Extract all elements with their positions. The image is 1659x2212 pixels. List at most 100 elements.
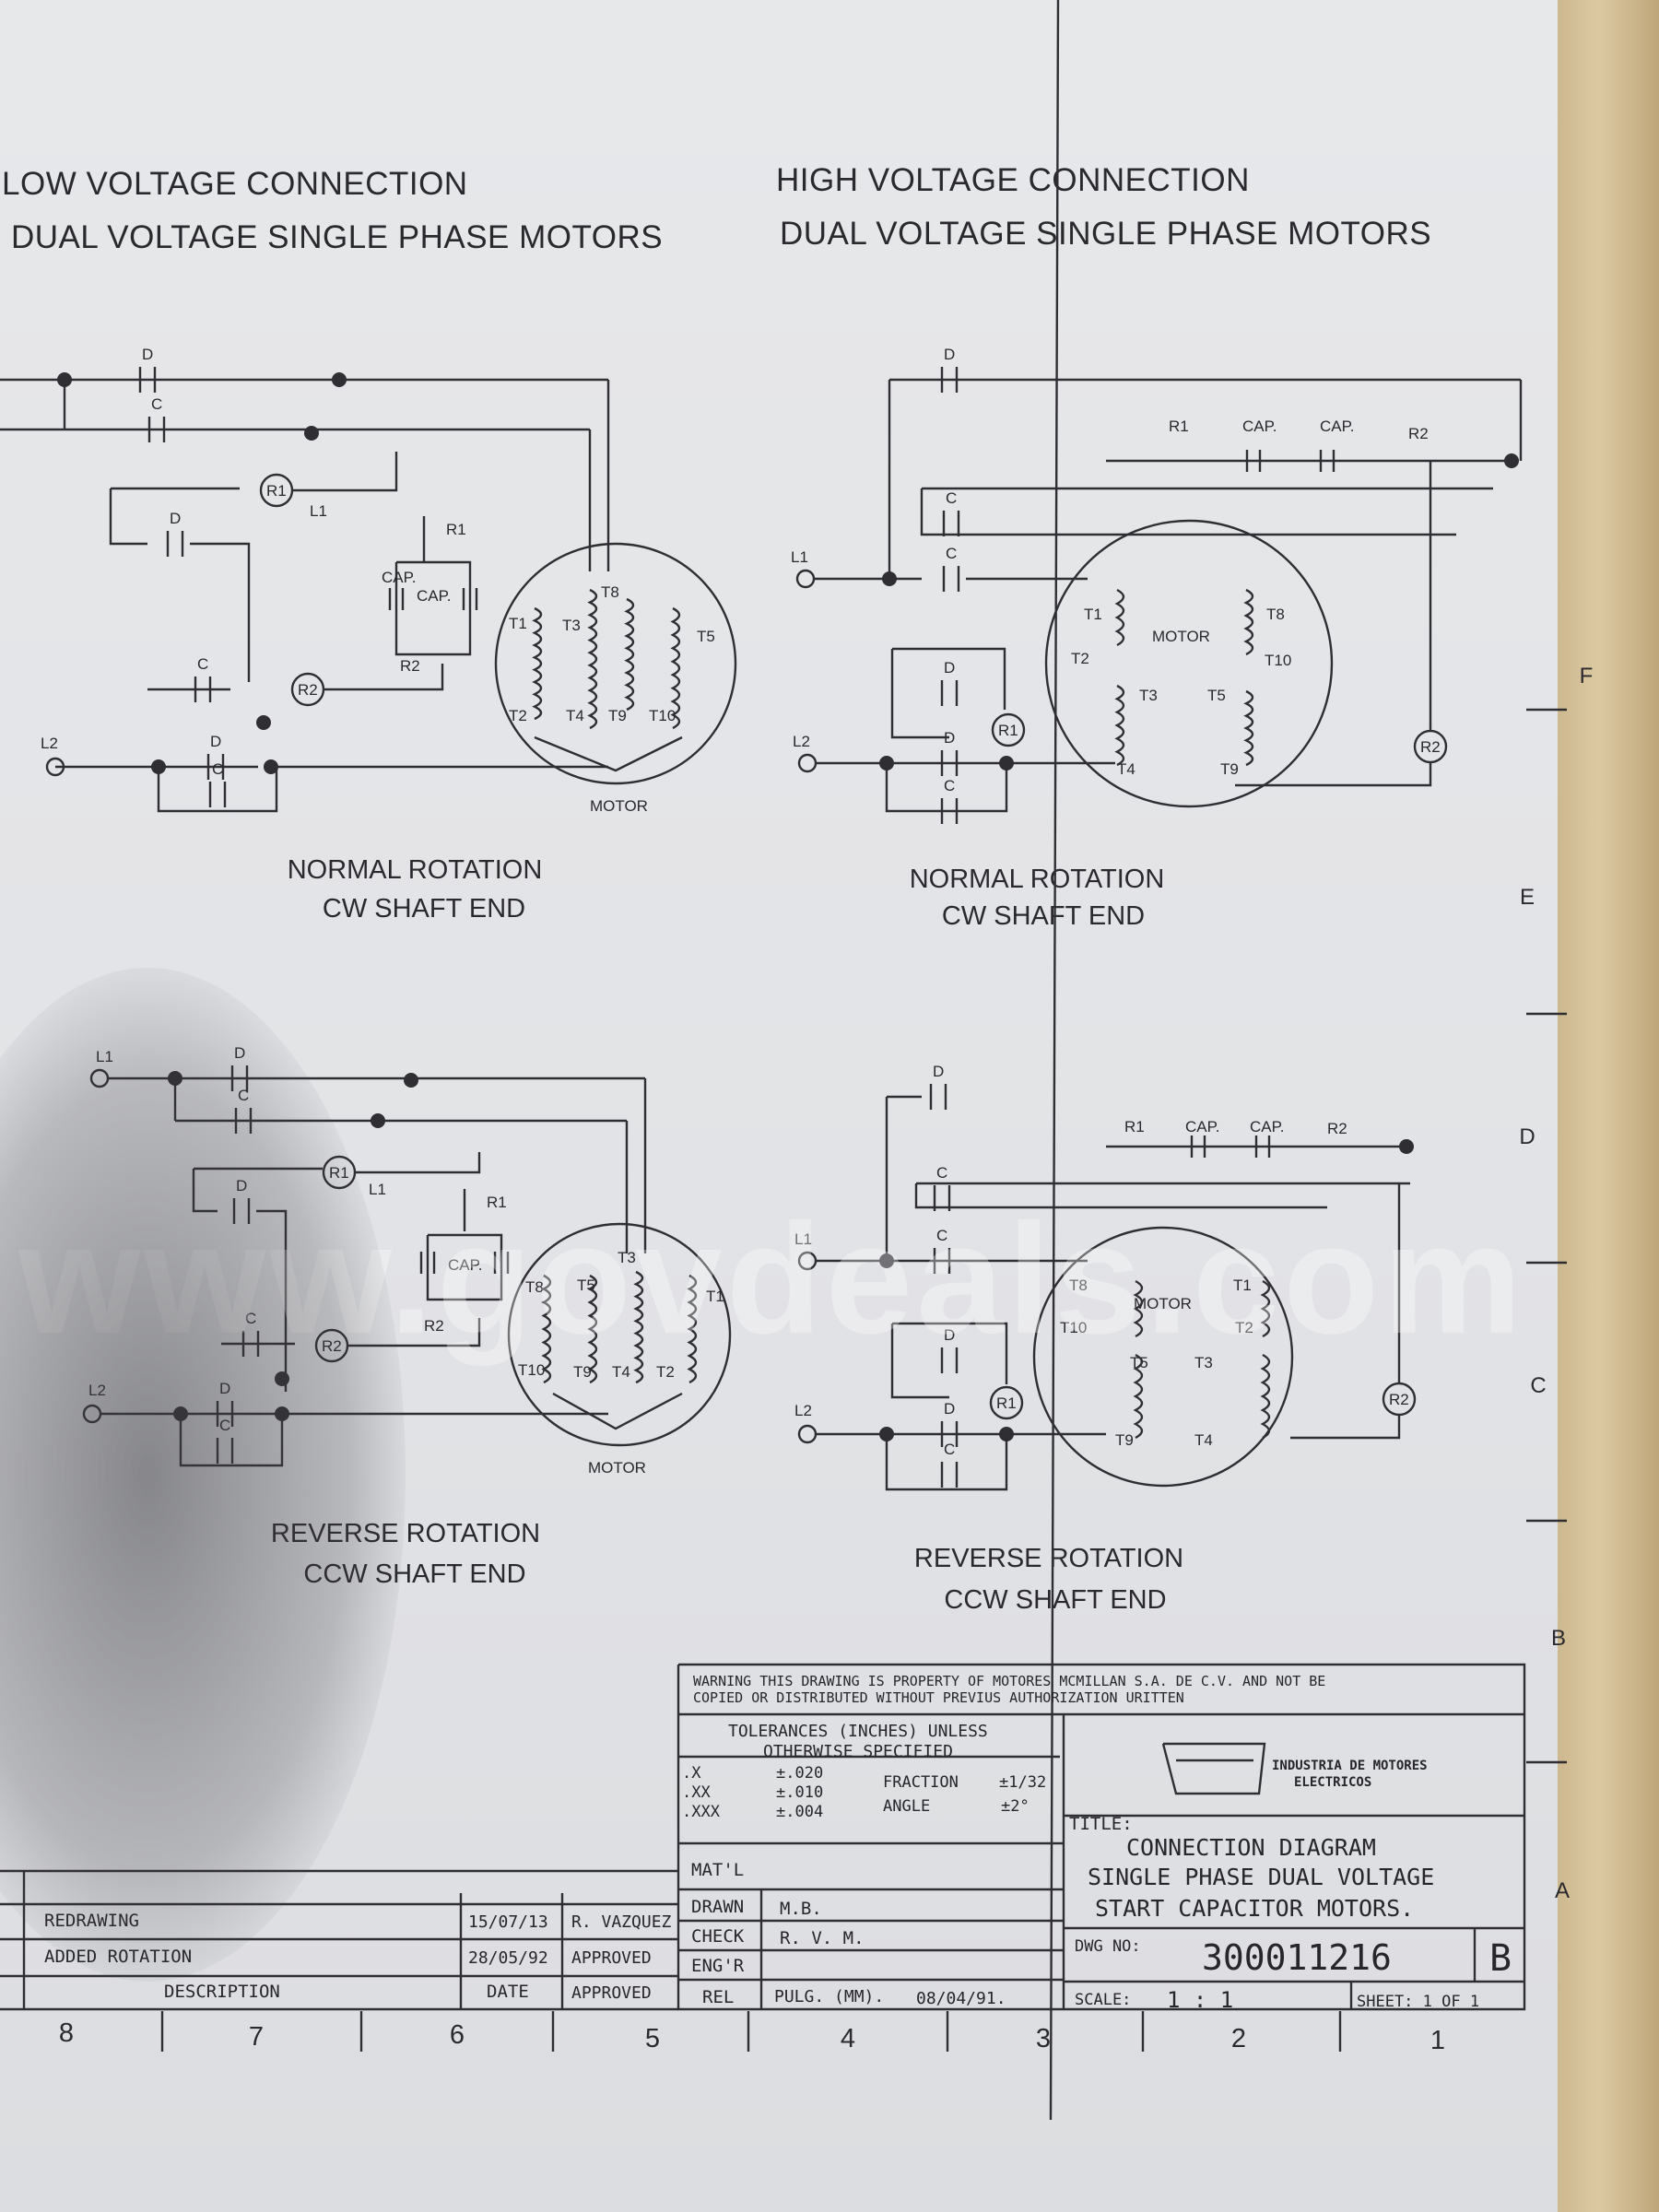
br-contact-d2-label: D: [944, 1326, 955, 1344]
br-contact-c2-label: C: [936, 1227, 947, 1244]
tr-t9: T9: [1220, 760, 1239, 778]
logo-text-2: ELECTRICOS: [1294, 1775, 1372, 1790]
tr-t2: T2: [1071, 650, 1089, 667]
wire: [157, 767, 278, 813]
caption-tr-2: CW SHAFT END: [941, 901, 1146, 931]
bl-label-l2: L2: [88, 1382, 106, 1399]
title-line-3: START CAPACITOR MOTORS.: [1095, 1895, 1415, 1922]
tl-contact-d3-label: D: [210, 733, 221, 750]
br-terminal-l2: [797, 1424, 818, 1444]
wire: [190, 542, 251, 682]
grid-row-C: C: [1530, 1373, 1547, 1398]
rev-row-1-date: 15/07/13: [468, 1912, 548, 1932]
bl-cap-text: CAP.: [448, 1256, 483, 1274]
grid-col-5: 5: [644, 2024, 661, 2053]
tr-dot: [882, 571, 897, 586]
tr-relay-r2-label: R2: [1420, 738, 1441, 756]
tr-winding: [1243, 689, 1254, 767]
tr-r2: R2: [1408, 425, 1429, 442]
high-voltage-subtitle: DUAL VOLTAGE SINGLE PHASE MOTORS: [780, 216, 1432, 252]
bl-label-r2: R2: [424, 1317, 444, 1335]
br-t8: T8: [1069, 1277, 1088, 1294]
br-t1: T1: [1233, 1277, 1252, 1294]
engr-label: ENG'R: [691, 1956, 745, 1976]
bl-winding: [541, 1274, 552, 1384]
wire: [356, 1152, 481, 1174]
tr-contact-d2-label: D: [944, 659, 955, 677]
check-label: CHECK: [691, 1926, 745, 1947]
tr-terminal-l1: [795, 569, 816, 589]
bl-relay-r1-label: R1: [329, 1164, 349, 1182]
bl-dot: [371, 1113, 385, 1128]
tl-contact-d1-label: D: [142, 346, 153, 363]
tr-winding: [1114, 684, 1125, 767]
high-voltage-title: HIGH VOLTAGE CONNECTION: [776, 162, 1250, 198]
tl-t10: T10: [649, 707, 676, 724]
tl-dot: [256, 715, 271, 730]
tol-xxx: .XXX: [682, 1803, 720, 1821]
tl-relay-r1: [259, 473, 294, 508]
bl-t2: T2: [656, 1363, 675, 1381]
tr-t1: T1: [1084, 606, 1102, 623]
tr-relay-r1: [991, 712, 1026, 747]
tl-cap-text: CAP.: [417, 587, 452, 605]
br-label-l2: L2: [794, 1402, 812, 1419]
rel-date: 08/04/91.: [916, 1989, 1006, 2008]
rev-row-1-desc: REDRAWING: [44, 1911, 139, 1931]
tr-contact-d3-label: D: [944, 729, 955, 747]
tr-t5: T5: [1207, 687, 1226, 704]
tr-contact-c3-label: C: [944, 777, 955, 794]
wire: [293, 452, 398, 492]
wire: [324, 664, 444, 691]
bl-motor-label: MOTOR: [588, 1459, 646, 1477]
wire: [920, 524, 1456, 536]
tl-t4: T4: [566, 707, 584, 724]
units-value: PULG. (MM).: [774, 1987, 885, 2006]
br-relay-r2: [1382, 1382, 1417, 1417]
company-logo: [1161, 1742, 1266, 1795]
bl-t5: T5: [577, 1277, 595, 1294]
br-contact-d1-label: D: [933, 1063, 944, 1080]
tl-t8: T8: [601, 583, 619, 601]
tr-cap2-text: CAP.: [1320, 418, 1355, 435]
bl-winding: [633, 1270, 644, 1384]
br-contact-d3-label: D: [944, 1400, 955, 1418]
bl-contact-c3-label: C: [219, 1417, 230, 1434]
tl-label-l2: L2: [41, 735, 58, 752]
tol-xx: .XX: [682, 1783, 711, 1802]
br-dot: [1399, 1139, 1414, 1154]
grid-col-8: 8: [58, 2018, 75, 2048]
tl-t5: T5: [697, 628, 715, 645]
tr-contact-d1-label: D: [944, 346, 955, 363]
br-dot: [879, 1253, 894, 1268]
rev-row-2-date: 28/05/92: [468, 1948, 548, 1968]
tl-winding: [670, 606, 681, 730]
tl-dot: [332, 372, 347, 387]
tr-label-l1: L1: [791, 548, 808, 566]
bl-label-l1: L1: [96, 1048, 113, 1065]
bl-contact-d3-label: D: [219, 1380, 230, 1397]
tl-label-r1b: R1: [446, 521, 466, 538]
fold-crease: [1049, 0, 1060, 2121]
br-winding: [1260, 1279, 1271, 1338]
tolerances-2: OTHERWISE SPECIFIED: [763, 1742, 953, 1761]
br-winding: [1133, 1353, 1144, 1440]
tl-t2: T2: [509, 707, 527, 724]
scale-label: SCALE:: [1075, 1991, 1132, 2009]
tl-label-r2: R2: [400, 657, 420, 675]
bl-dot: [404, 1073, 418, 1088]
logo-text-1: INDUSTRIA DE MOTORES: [1272, 1759, 1428, 1773]
bl-t9: T9: [573, 1363, 592, 1381]
br-t4: T4: [1194, 1431, 1213, 1449]
tl-motor-label: MOTOR: [590, 797, 648, 815]
br-contact-c1-label: C: [936, 1164, 947, 1182]
tr-contact-c2-label: C: [946, 545, 957, 562]
tr-t3: T3: [1139, 687, 1158, 704]
tl-contact-c1-label: C: [151, 395, 162, 413]
br-cap1-text: CAP.: [1185, 1118, 1220, 1135]
title-line-1: CONNECTION DIAGRAM: [1126, 1834, 1376, 1861]
caption-br-1: REVERSE ROTATION: [913, 1544, 1184, 1573]
grid-row-D: D: [1519, 1124, 1535, 1149]
low-voltage-title: LOW VOLTAGE CONNECTION: [2, 166, 468, 202]
low-voltage-subtitle: DUAL VOLTAGE SINGLE PHASE MOTORS: [11, 219, 664, 255]
